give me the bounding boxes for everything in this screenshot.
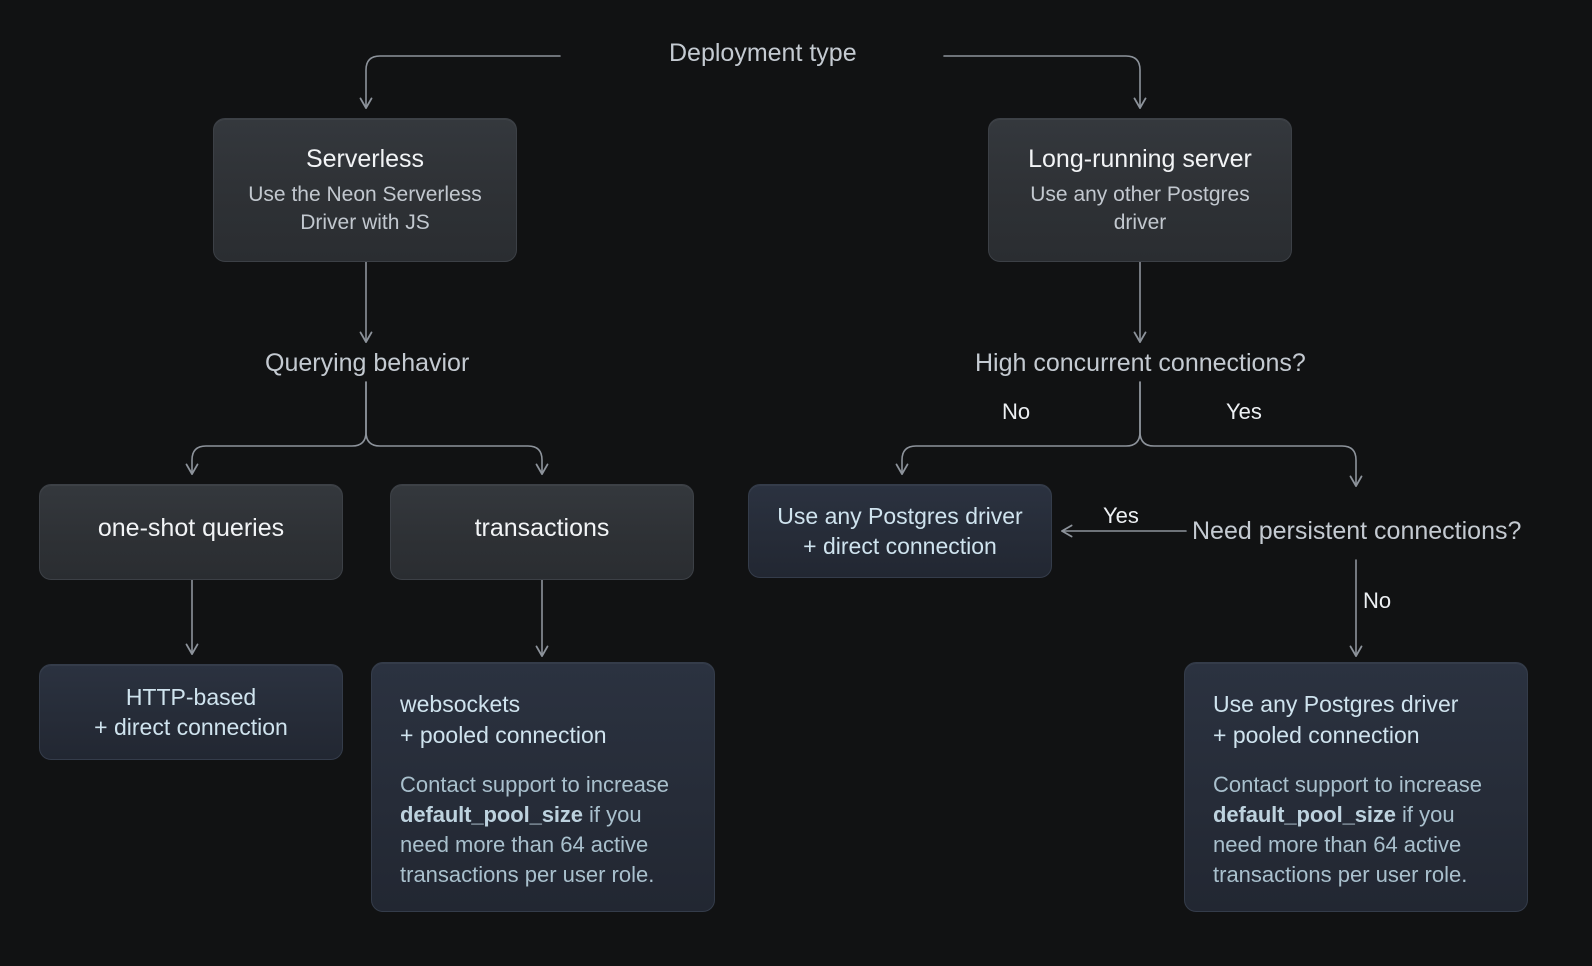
node-pooled-driver-headline: Use any Postgres driver + pooled connect… bbox=[1213, 691, 1459, 748]
node-pooled-driver-body-pre: Contact support to increase bbox=[1213, 772, 1483, 798]
node-http-based-line1: HTTP-based bbox=[125, 683, 257, 710]
wire-querying-to-oneshot bbox=[185, 381, 367, 475]
node-http-based-line2: + direct connection bbox=[94, 714, 288, 740]
node-pooled-driver-body-code: default_pool_size bbox=[1213, 802, 1396, 828]
node-direct-driver-line1: Use any Postgres driver bbox=[777, 502, 1023, 529]
node-pooled-driver-body: Contact support to increase default_pool… bbox=[1213, 770, 1499, 890]
node-one-shot-title: one-shot queries bbox=[97, 514, 285, 543]
label-need-persistent-connections: Need persistent connections? bbox=[1192, 517, 1522, 545]
node-websockets-body: Contact support to increase default_pool… bbox=[400, 770, 686, 890]
node-websockets-body-code: default_pool_size bbox=[400, 802, 583, 828]
node-transactions[interactable]: transactions bbox=[390, 484, 694, 580]
node-one-shot-queries[interactable]: one-shot queries bbox=[39, 484, 343, 580]
wire-title-to-longrunning bbox=[943, 55, 1147, 109]
node-websockets-headline: websockets + pooled connection bbox=[400, 691, 607, 748]
node-pooled-postgres-driver[interactable]: Use any Postgres driver + pooled connect… bbox=[1184, 662, 1528, 912]
label-high-concurrent-connections: High concurrent connections? bbox=[975, 349, 1306, 377]
label-deployment-type: Deployment type bbox=[657, 41, 869, 66]
node-serverless-title: Serverless bbox=[305, 144, 425, 173]
node-serverless-subtitle: Use the Neon Serverless Driver with JS bbox=[248, 182, 482, 234]
node-websockets-body-post: if you need more than 64 active transact… bbox=[400, 802, 655, 887]
node-long-running-title: Long-running server bbox=[1028, 144, 1252, 173]
node-websockets-pooled[interactable]: websockets + pooled connection Contact s… bbox=[371, 662, 715, 912]
node-websockets-body-pre: Contact support to increase bbox=[400, 772, 670, 798]
node-direct-driver-line2: + direct connection bbox=[803, 533, 997, 559]
edge-label-yes-concurrent: Yes bbox=[1226, 399, 1262, 424]
node-serverless[interactable]: Serverless Use the Neon Serverless Drive… bbox=[213, 118, 517, 262]
node-long-running-server[interactable]: Long-running server Use any other Postgr… bbox=[988, 118, 1292, 262]
wire-concurrent-yes bbox=[1139, 381, 1363, 487]
node-http-based[interactable]: HTTP-based + direct connection bbox=[39, 664, 343, 760]
edge-label-no-persistent: No bbox=[1363, 588, 1392, 613]
wire-querying-to-transactions bbox=[365, 381, 549, 475]
edge-label-no-concurrent: No bbox=[1002, 399, 1031, 424]
label-querying-behavior: Querying behavior bbox=[265, 349, 470, 377]
node-pooled-driver-body-post: if you need more than 64 active transact… bbox=[1213, 802, 1468, 887]
wire-concurrent-no bbox=[895, 381, 1141, 475]
node-direct-postgres-driver[interactable]: Use any Postgres driver + direct connect… bbox=[748, 484, 1052, 578]
node-transactions-title: transactions bbox=[474, 514, 610, 543]
edge-label-yes-persistent: Yes bbox=[1103, 503, 1139, 528]
node-long-running-subtitle: Use any other Postgres driver bbox=[1030, 182, 1250, 234]
wire-title-to-serverless bbox=[359, 55, 561, 109]
